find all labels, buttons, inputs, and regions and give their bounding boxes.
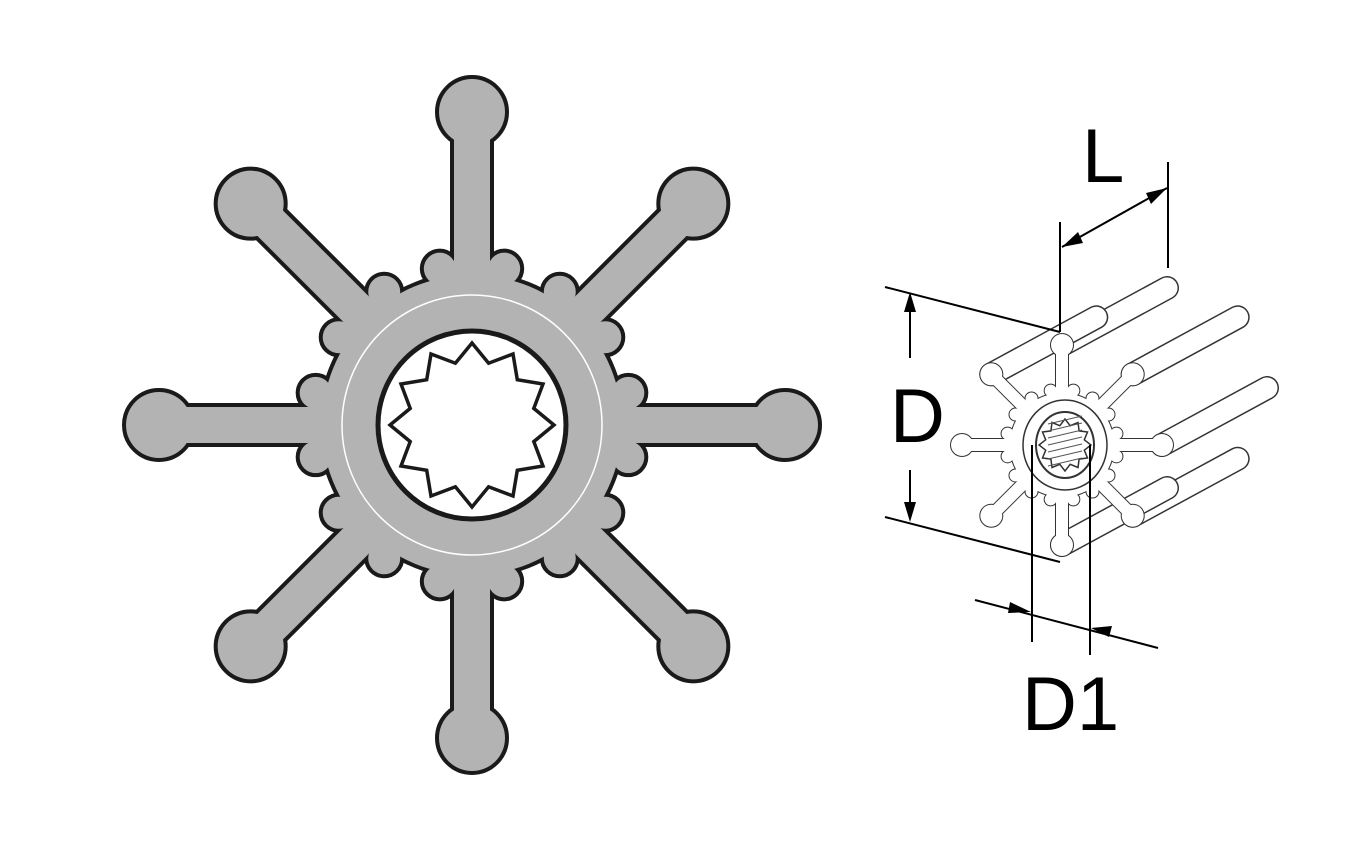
impeller-blade-tip [439,79,505,145]
label-diameter: D [890,374,945,459]
impeller-blade-fillet [1009,408,1022,421]
impeller-blade-fillet [543,275,576,308]
spline-groove [1047,436,1083,446]
impeller-blade-tip [1121,363,1144,386]
impeller-blade-tip [660,613,727,680]
impeller-blade-fillet [488,565,521,598]
impeller-blade-tip [980,504,1003,527]
spline-bore [387,340,557,510]
blade-rod [1122,306,1249,385]
blade-rod [1051,477,1178,556]
impeller-blade-tip [217,613,284,680]
impeller-blade-fillet [589,496,622,529]
impeller-blade-fillet [299,441,332,474]
spline-groove [1047,450,1083,460]
impeller-blade-fillet [1086,392,1099,405]
spline-groove [1047,415,1083,425]
impeller-blade-tip [752,392,818,458]
impeller-blade-fillet [1067,493,1080,506]
impeller-blade-fillet [1044,493,1057,506]
impeller-blade-tip [217,170,284,237]
dimension-arrowheads [904,188,1167,637]
impeller-blade-fillet [299,376,332,409]
d-extension-bottom [884,516,1061,563]
impeller-blade-fillet [1102,408,1115,421]
impeller-blade-tip [1151,434,1173,456]
blade-rod [980,306,1107,385]
impeller-blade-fillet [368,542,401,575]
impeller-blade-fillet [1001,450,1014,463]
impeller-isometric-view [950,276,1279,557]
d1-dimension-line [974,599,1159,649]
arrowhead-icon [1008,602,1031,613]
impeller-blade-fillet [612,441,645,474]
spline-groove [1047,422,1083,432]
impeller-blade-tip [439,705,505,771]
impeller-blade-fillet [1110,450,1123,463]
spline-groove [1047,429,1083,439]
impeller-blade-tip [951,434,973,456]
impeller-blade-tip [126,392,192,458]
impeller-blade-tip [1051,534,1073,556]
d-extension-top [884,286,1061,333]
impeller-blade-fillet [1110,427,1123,440]
impeller-blade-fillet [612,376,645,409]
arrowhead-icon [1062,232,1083,247]
label-length: L [1082,114,1124,199]
arrowhead-icon [1091,626,1112,637]
impeller-blade-tip [1121,504,1144,527]
impeller-blade-fillet [589,321,622,354]
impeller-blade-fillet [1044,384,1057,397]
impeller-blade-fillet [543,542,576,575]
blade-rod [1151,377,1278,456]
impeller-blade-fillet [1086,485,1099,498]
arrowhead-icon [904,292,916,312]
impeller-blade-tip [980,363,1003,386]
impeller-blade-fillet [1009,469,1022,482]
impeller-blade-fillet [1067,384,1080,397]
dimension-lines [884,162,1169,655]
hub-ring [1022,399,1108,491]
impeller-blade-fillet [1001,427,1014,440]
impeller-blade-fillet [322,496,355,529]
hub-ring [341,294,603,556]
label-shaft-diameter: D1 [1022,662,1119,747]
impeller-blade-fillet [368,275,401,308]
impeller-blade-fillet [423,565,456,598]
arrowhead-icon [1146,188,1167,204]
impeller-blade-tip [660,170,727,237]
spline-groove [1047,457,1083,467]
impeller-blade-fillet [423,252,456,285]
spline-groove [1047,443,1083,453]
impeller-blade-fillet [488,252,521,285]
arrowhead-icon [904,502,916,522]
impeller-blade-fillet [1102,469,1115,482]
impeller-blade-fillet [322,321,355,354]
impeller-blade-tip [1051,334,1073,356]
impeller-blade-fillet [1025,392,1038,405]
impeller-front-view [122,75,822,775]
